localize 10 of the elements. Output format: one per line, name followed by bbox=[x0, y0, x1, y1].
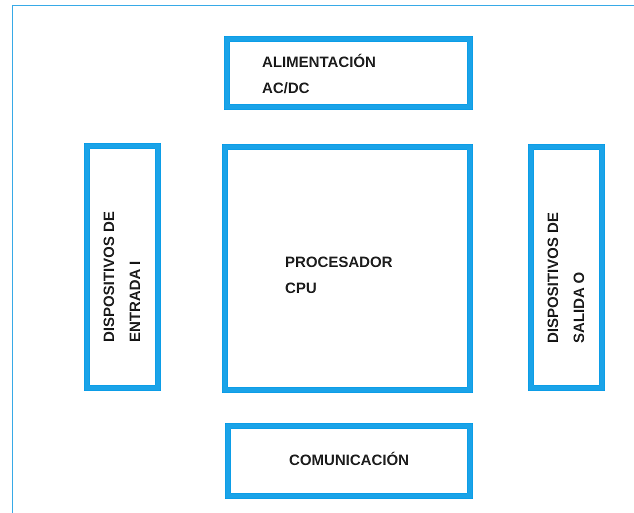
box-label: COMUNICACIÓN bbox=[288, 450, 410, 471]
process-box bbox=[528, 144, 605, 391]
process-box bbox=[224, 36, 473, 110]
process-box bbox=[225, 423, 473, 499]
box-label: DISPOSITIVOS DE SALIDA O bbox=[544, 210, 588, 342]
box-label: PROCESADOR CPU bbox=[285, 253, 394, 299]
process-box bbox=[84, 143, 161, 391]
box-label: ALIMENTACIÓN AC/DC bbox=[262, 52, 377, 99]
process-box bbox=[222, 144, 473, 393]
box-label: DISPOSITIVOS DE ENTRADA I bbox=[100, 210, 144, 342]
